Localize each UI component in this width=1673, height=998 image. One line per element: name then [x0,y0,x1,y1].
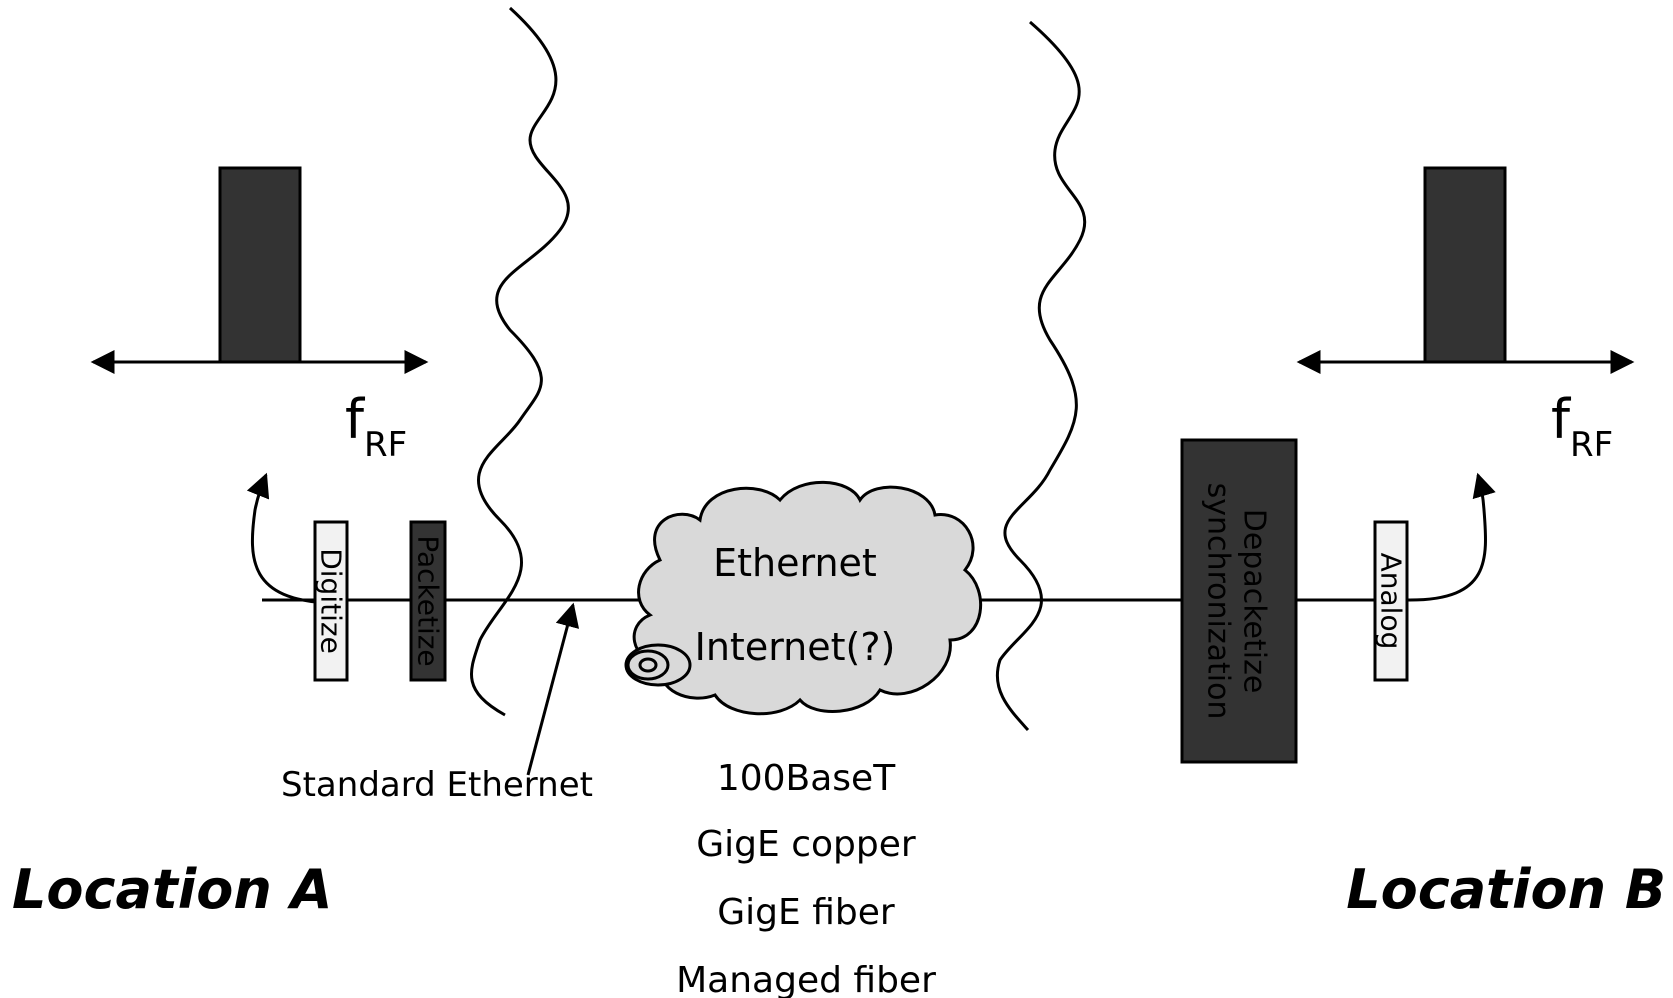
analog-block: Analog [1373,520,1409,682]
packetize-block: Packetize [409,520,447,682]
rf-band-a [218,166,302,364]
curve-arrow-b [1409,472,1496,602]
spectrum-location-b: fRF [1296,166,1635,465]
boundary-wave-left [470,6,570,717]
packetize-label: Packetize [412,535,445,666]
depacketize-label: Depacketize [1237,509,1272,694]
transport-option: Managed fiber [676,960,936,998]
digitize-label: Digitize [315,548,348,654]
boundary-wave-right [995,20,1087,732]
cloud-label-ethernet: Ethernet [713,541,877,585]
location-b-label: Location B [1346,858,1666,921]
depacketize-block: Depacketize synchronization [1180,438,1298,764]
cloud-puff-inner [638,657,658,673]
rf-band-b [1423,166,1507,364]
synchronization-label: synchronization [1201,483,1236,720]
transport-option: GigE copper [696,824,916,865]
standard-ethernet-pointer [526,602,580,776]
network-cloud: Ethernet Internet(?) [624,480,982,716]
digitize-block: Digitize [313,520,349,682]
standard-ethernet-label: Standard Ethernet [281,765,593,805]
frf-label-b: fRF [1551,388,1613,465]
spectrum-location-a: fRF [90,166,429,465]
transport-option: GigE fiber [717,892,895,933]
cloud-label-internet: Internet(?) [695,625,896,669]
curve-arrow-a [246,472,331,605]
frf-label-a: fRF [345,388,407,465]
cloud-shape [632,480,982,716]
transport-option: 100BaseT [717,758,896,799]
transport-options-list: 100BaseT GigE copper GigE fiber Managed … [676,758,936,998]
location-a-label: Location A [12,858,332,921]
analog-label: Analog [1375,553,1408,650]
